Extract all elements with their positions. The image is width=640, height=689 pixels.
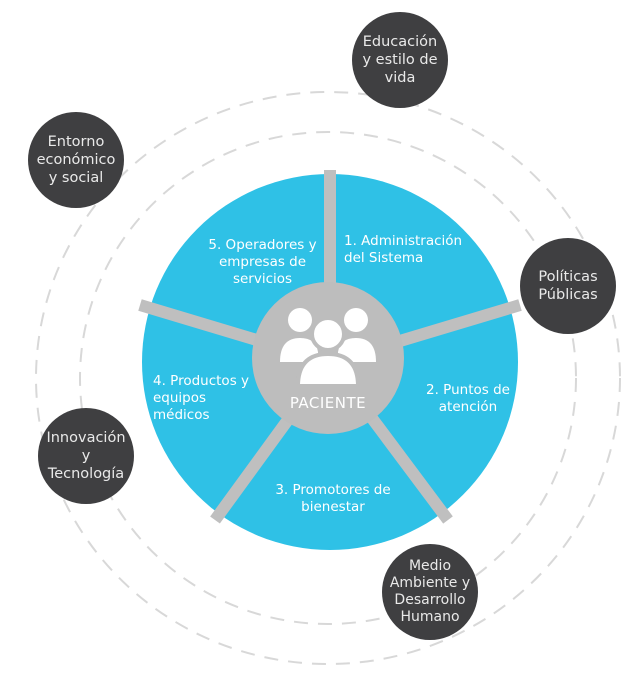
factor-bubble-education: Educación y estilo de vida <box>352 12 448 108</box>
factor-bubble-policies: Políticas Públicas <box>520 238 616 334</box>
inner-ring <box>79 131 577 625</box>
segment-label-1: 1. Administración del Sistema <box>344 233 463 266</box>
segment-label-2: 2. Puntos de atención <box>426 382 510 415</box>
segment-label-3: 3. Promotores de bienestar <box>275 482 391 515</box>
center-label: PACIENTE <box>289 394 367 412</box>
factor-bubble-environment: Medio Ambiente y Desarrollo Humano <box>382 544 478 640</box>
factor-bubble-innovation: Innovación y Tecnología <box>38 408 134 504</box>
center-circle: PACIENTE <box>252 282 404 434</box>
factor-bubble-economy: Entorno económico y social <box>28 112 124 208</box>
segment-label-5: 5. Operadores y empresas de servicios <box>208 237 317 287</box>
segment-label-4: 4. Productos y equipos médicos <box>153 373 250 423</box>
patient-group-icon <box>280 308 376 388</box>
outer-ring <box>35 91 621 665</box>
